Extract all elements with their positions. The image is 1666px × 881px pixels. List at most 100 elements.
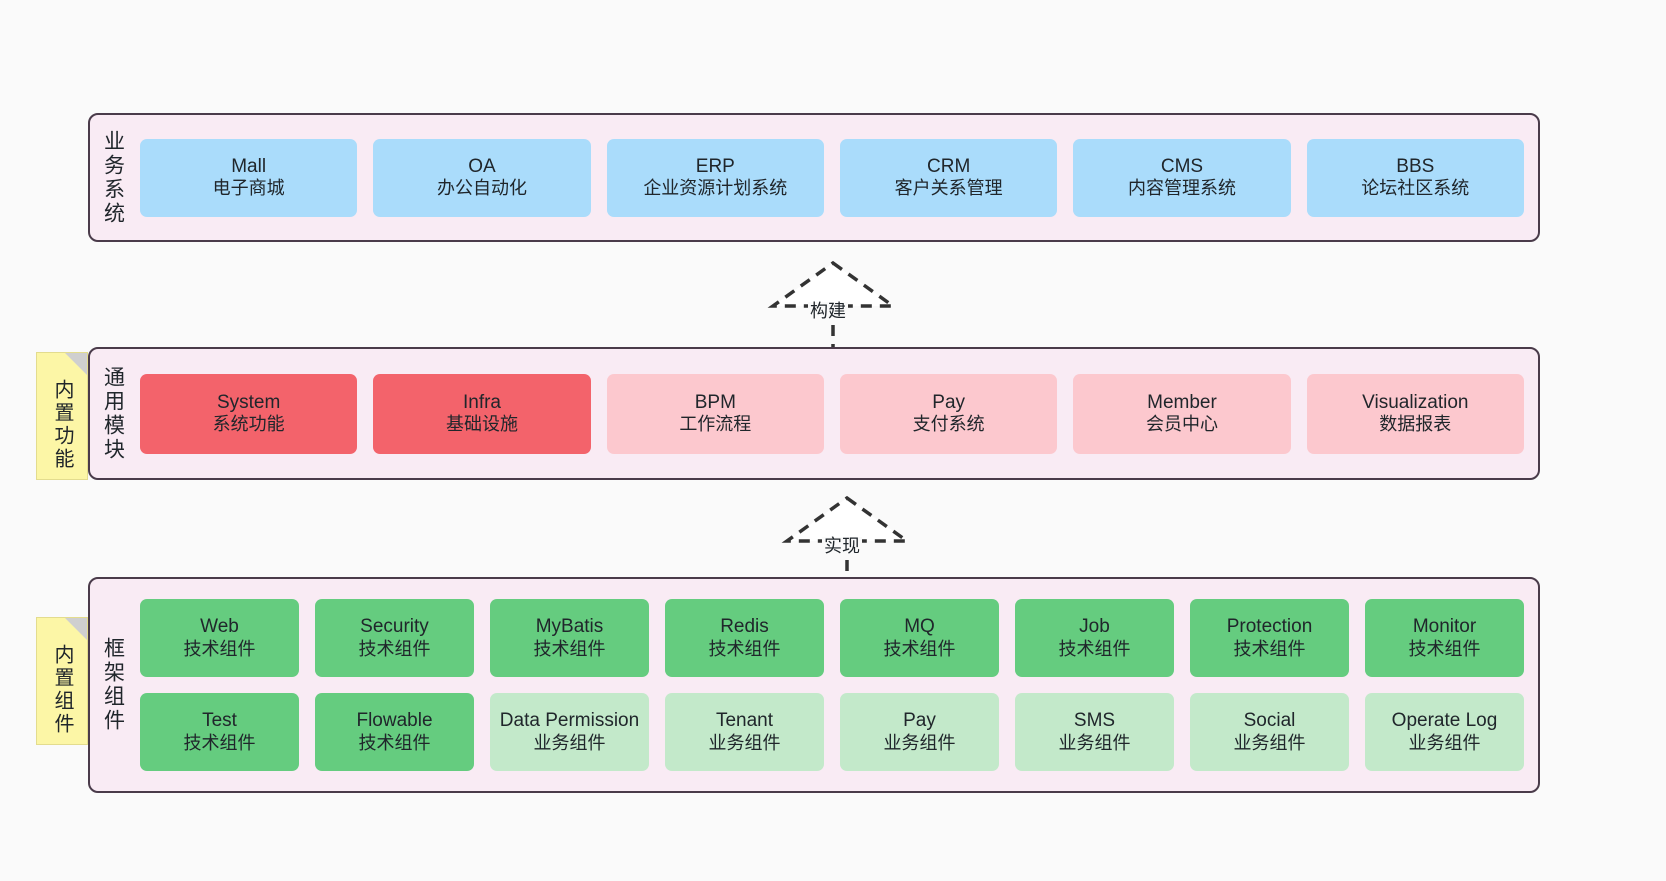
generalization-arrowhead: [781, 495, 913, 543]
box-title: Pay: [903, 710, 936, 732]
box-title: MyBatis: [535, 616, 604, 638]
box-subtitle: 业务组件: [1233, 732, 1306, 753]
box-monitor[interactable]: Monitor 技术组件: [1365, 599, 1524, 677]
box-bpm[interactable]: BPM 工作流程: [606, 373, 824, 454]
note-fold-corner-icon: [65, 618, 87, 640]
layer-business-system[interactable]: 业务系统 Mall 电子商城 OA 办公自动化 ERP 企业资源计划系统 CRM…: [88, 113, 1540, 242]
layer-common-module[interactable]: 通用模块 System 系统功能 Infra 基础设施 BPM 工作流程 Pay…: [88, 347, 1540, 480]
box-title: Social: [1243, 710, 1296, 732]
note-builtin-component: 内置组件: [36, 617, 88, 745]
layer-row: Mall 电子商城 OA 办公自动化 ERP 企业资源计划系统 CRM 客户关系…: [140, 138, 1524, 217]
box-pay-module[interactable]: Pay 支付系统: [839, 373, 1058, 454]
box-subtitle: 基础设施: [445, 414, 518, 435]
layer-title-common: 通用模块: [101, 365, 125, 462]
box-subtitle: 论坛社区系统: [1361, 178, 1470, 199]
layer-body-common: System 系统功能 Infra 基础设施 BPM 工作流程 Pay 支付系统…: [136, 349, 1538, 478]
box-title: Data Permission: [499, 710, 640, 732]
box-subtitle: 技术组件: [183, 638, 256, 659]
box-mybatis[interactable]: MyBatis 技术组件: [490, 599, 649, 677]
box-member[interactable]: Member 会员中心: [1073, 373, 1291, 454]
box-data-permission[interactable]: Data Permission 业务组件: [490, 693, 649, 771]
box-subtitle: 办公自动化: [436, 178, 527, 199]
box-subtitle: 技术组件: [358, 732, 431, 753]
layer-row: Web 技术组件 Security 技术组件 MyBatis 技术组件 Redi…: [140, 599, 1524, 677]
box-subtitle: 业务组件: [883, 732, 956, 753]
box-subtitle: 技术组件: [533, 638, 606, 659]
box-title: Member: [1147, 391, 1217, 413]
box-title: Job: [1079, 616, 1110, 638]
box-crm[interactable]: CRM 客户关系管理: [839, 138, 1058, 217]
connector-implement: 实现: [772, 493, 922, 583]
box-title: Redis: [720, 616, 769, 638]
box-title: Operate Log: [1391, 710, 1498, 732]
box-title: Test: [202, 710, 237, 732]
box-cms[interactable]: CMS 内容管理系统: [1073, 138, 1291, 217]
box-subtitle: 企业资源计划系统: [643, 178, 788, 199]
layer-framework-component[interactable]: 框架组件 Web 技术组件 Security 技术组件 MyBatis 技术组件…: [88, 577, 1540, 793]
box-flowable[interactable]: Flowable 技术组件: [315, 693, 474, 771]
box-subtitle: 数据报表: [1379, 414, 1452, 435]
box-subtitle: 技术组件: [883, 638, 956, 659]
box-title: CRM: [927, 155, 971, 177]
box-title: Monitor: [1412, 616, 1477, 638]
box-subtitle: 业务组件: [1408, 732, 1481, 753]
box-subtitle: 技术组件: [1233, 638, 1306, 659]
box-job[interactable]: Job 技术组件: [1015, 599, 1174, 677]
box-mq[interactable]: MQ 技术组件: [840, 599, 999, 677]
connector-implement-label: 实现: [822, 536, 862, 556]
layer-row: System 系统功能 Infra 基础设施 BPM 工作流程 Pay 支付系统…: [140, 373, 1524, 454]
box-test[interactable]: Test 技术组件: [140, 693, 299, 771]
box-infra[interactable]: Infra 基础设施: [373, 373, 591, 454]
box-oa[interactable]: OA 办公自动化: [373, 138, 591, 217]
box-subtitle: 技术组件: [358, 638, 431, 659]
box-title: Infra: [462, 391, 501, 413]
box-sms[interactable]: SMS 业务组件: [1015, 693, 1174, 771]
note-fold-corner-icon: [65, 353, 87, 375]
box-protection[interactable]: Protection 技术组件: [1190, 599, 1349, 677]
box-title: Pay: [932, 391, 966, 413]
box-web[interactable]: Web 技术组件: [140, 599, 299, 677]
connector-build-label: 构建: [808, 301, 848, 321]
box-title: BPM: [694, 391, 736, 413]
box-subtitle: 技术组件: [1058, 638, 1131, 659]
box-social[interactable]: Social 业务组件: [1190, 693, 1349, 771]
box-title: ERP: [695, 155, 735, 177]
box-mall[interactable]: Mall 电子商城: [140, 138, 358, 217]
note-label: 内置组件: [51, 644, 73, 736]
box-title: System: [216, 391, 281, 413]
box-subtitle: 业务组件: [1058, 732, 1131, 753]
box-tenant[interactable]: Tenant 业务组件: [665, 693, 824, 771]
box-title: CMS: [1160, 155, 1204, 177]
box-pay-component[interactable]: Pay 业务组件: [840, 693, 999, 771]
box-subtitle: 系统功能: [212, 414, 285, 435]
box-title: OA: [468, 155, 496, 177]
box-title: Flowable: [356, 710, 433, 732]
box-visualization[interactable]: Visualization 数据报表: [1306, 373, 1524, 454]
box-subtitle: 内容管理系统: [1127, 178, 1236, 199]
box-subtitle: 业务组件: [708, 732, 781, 753]
note-builtin-function: 内置功能: [36, 352, 88, 480]
box-erp[interactable]: ERP 企业资源计划系统: [606, 138, 824, 217]
box-bbs[interactable]: BBS 论坛社区系统: [1306, 138, 1524, 217]
box-title: Protection: [1226, 616, 1313, 638]
box-security[interactable]: Security 技术组件: [315, 599, 474, 677]
layer-body-business: Mall 电子商城 OA 办公自动化 ERP 企业资源计划系统 CRM 客户关系…: [136, 115, 1538, 240]
box-subtitle: 电子商城: [212, 178, 285, 199]
box-subtitle: 业务组件: [533, 732, 606, 753]
box-title: Visualization: [1362, 391, 1469, 413]
box-system[interactable]: System 系统功能: [140, 373, 358, 454]
box-title: BBS: [1396, 155, 1435, 177]
box-subtitle: 技术组件: [183, 732, 256, 753]
box-redis[interactable]: Redis 技术组件: [665, 599, 824, 677]
note-label: 内置功能: [51, 379, 73, 471]
layer-row: Test 技术组件 Flowable 技术组件 Data Permission …: [140, 693, 1524, 771]
box-subtitle: 会员中心: [1145, 414, 1218, 435]
layer-title-frame: 框架组件: [101, 637, 125, 733]
box-subtitle: 工作流程: [679, 414, 752, 435]
box-subtitle: 客户关系管理: [894, 178, 1003, 199]
box-title: Tenant: [715, 710, 774, 732]
connector-build: 构建: [758, 258, 908, 348]
box-title: Security: [360, 616, 429, 638]
box-operate-log[interactable]: Operate Log 业务组件: [1365, 693, 1524, 771]
